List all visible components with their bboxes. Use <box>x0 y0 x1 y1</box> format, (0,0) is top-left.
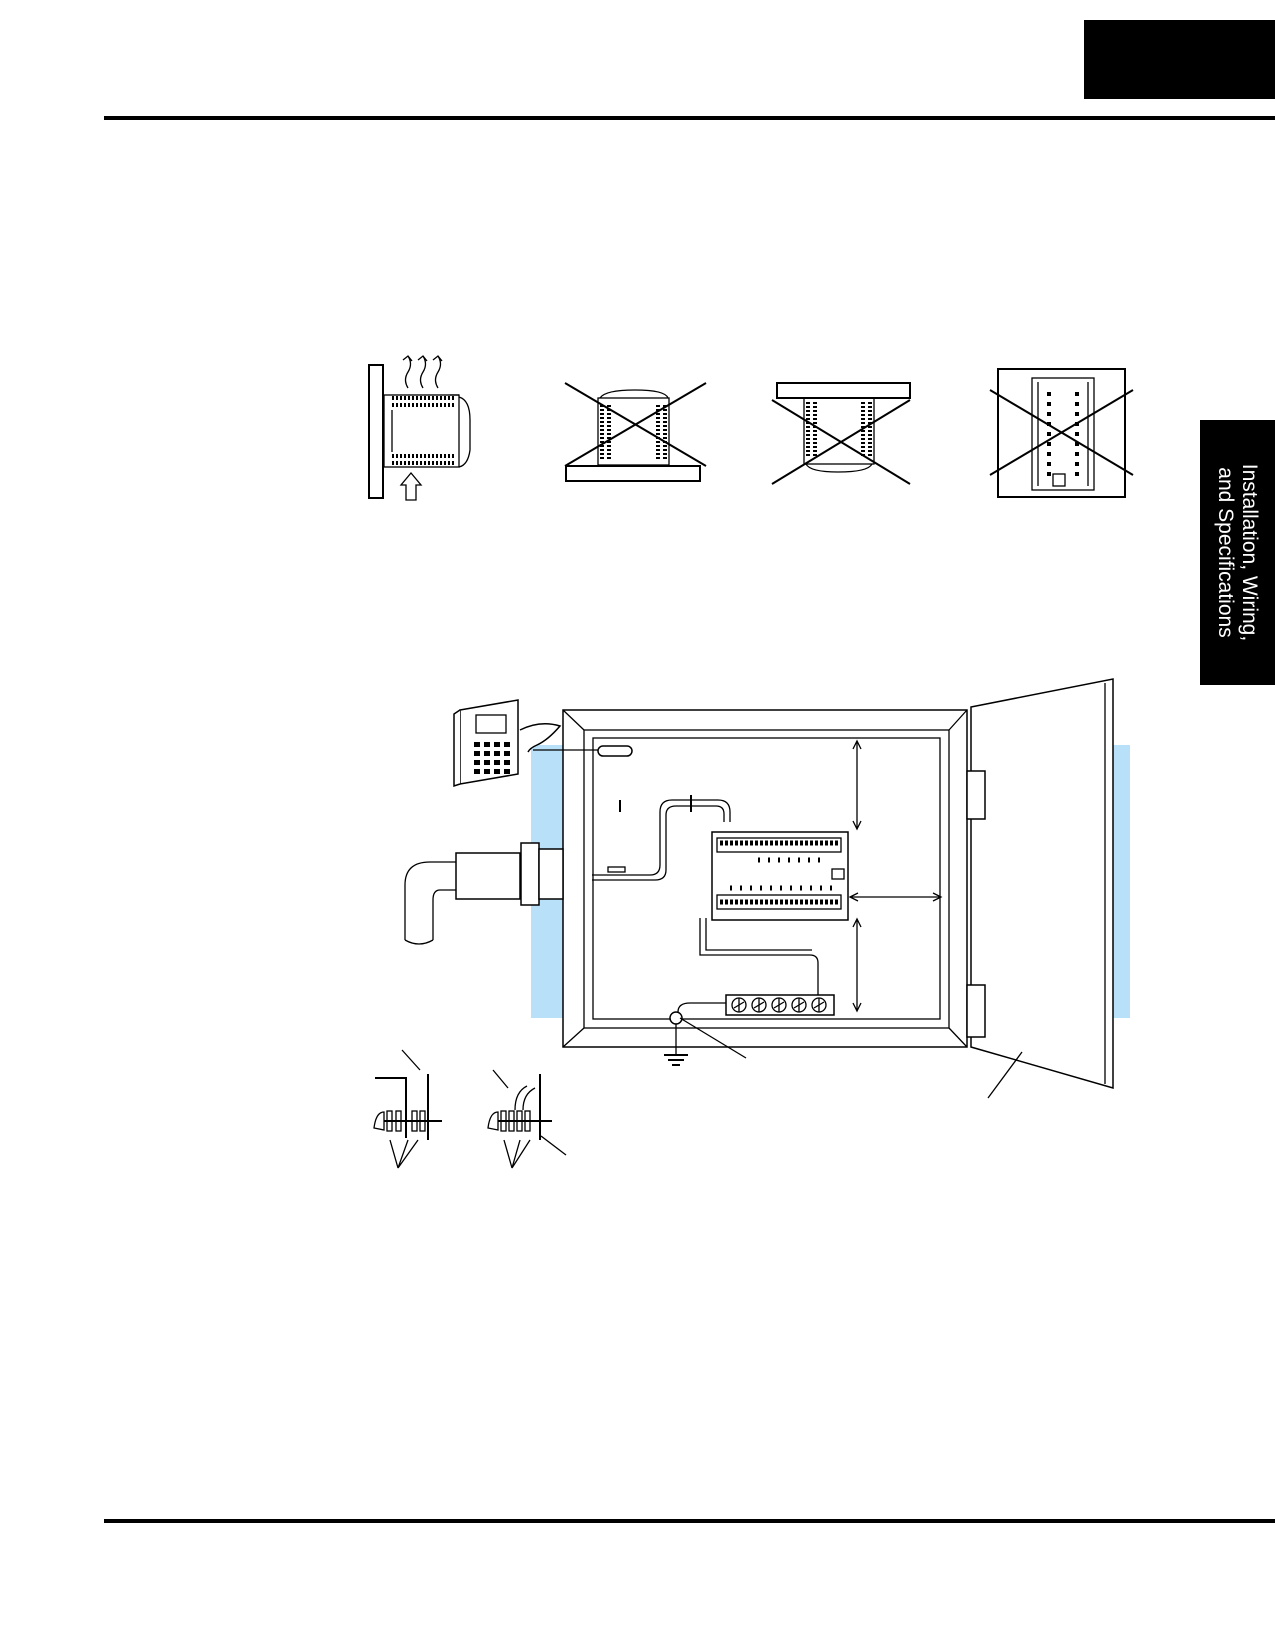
handheld-programmer <box>453 699 562 788</box>
incorrect-ceiling-mount-figure <box>771 382 911 485</box>
incorrect-floor-mount-figure <box>564 382 707 482</box>
incorrect-flat-mount-figure <box>989 368 1134 498</box>
correct-orientation-figure <box>368 355 471 501</box>
ground-bar <box>725 994 835 1016</box>
clearance-arrows <box>848 739 943 1013</box>
chapter-side-tab[interactable]: Installation, Wiring, and Specifications <box>1200 420 1275 685</box>
chapter-corner-tab <box>1084 20 1275 99</box>
footer-rule <box>104 1519 1275 1523</box>
ground-detail-left <box>373 1049 442 1169</box>
conduit-fitting <box>404 842 564 945</box>
ground-detail-right <box>487 1069 567 1169</box>
plc-unit <box>711 831 849 921</box>
header-rule <box>104 116 1275 120</box>
